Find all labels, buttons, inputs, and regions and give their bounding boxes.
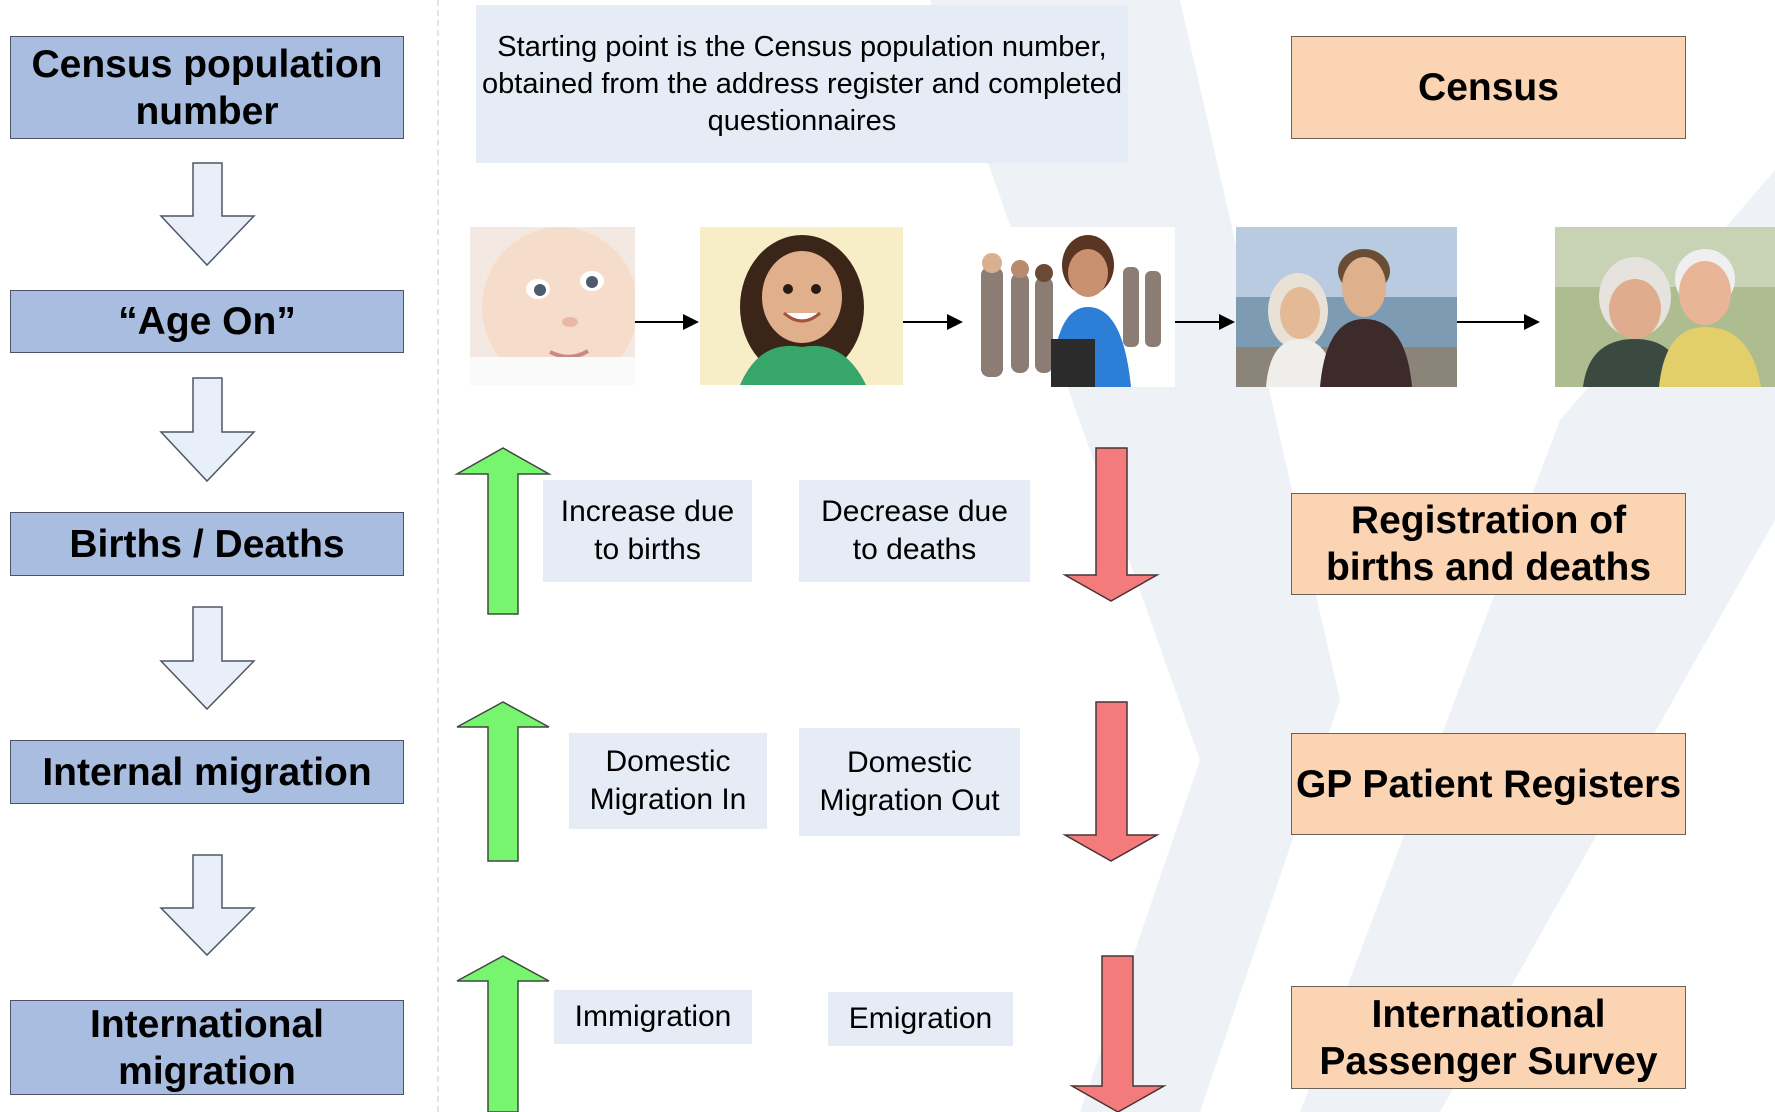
- note-text: Emigration: [848, 1002, 993, 1035]
- intro-note-text: Starting point is the Census population …: [482, 30, 1122, 137]
- note-domestic-in: Domestic Migration In: [569, 733, 767, 829]
- source-ips: International Passenger Survey: [1291, 986, 1686, 1089]
- source-registration: Registration of births and deaths: [1291, 493, 1686, 595]
- domestic-out-down-arrow-icon: [1062, 701, 1160, 862]
- stage-label: International migration: [89, 1002, 325, 1093]
- elderly-couple-photo: [1555, 227, 1775, 387]
- note-text: Immigration: [574, 1000, 732, 1033]
- source-label: GP Patient Registers: [1295, 762, 1682, 806]
- teenagers-photo: [963, 227, 1175, 387]
- flow-arrows: [635, 314, 1540, 330]
- young-adults-photo: [1236, 227, 1457, 387]
- stage-label: Births / Deaths: [69, 522, 345, 566]
- stage-label: Census population number: [31, 42, 383, 133]
- intro-note: Starting point is the Census population …: [476, 5, 1128, 163]
- source-gp-registers: GP Patient Registers: [1291, 733, 1686, 835]
- down-hollow-arrow-icon: [159, 162, 256, 267]
- stage-births-deaths: Births / Deaths: [10, 512, 404, 576]
- stage-label: Internal migration: [42, 750, 372, 794]
- timeline-arrowhead-icon: [947, 314, 963, 330]
- down-hollow-arrow-icon: [159, 377, 256, 483]
- note-immigration: Immigration: [554, 990, 752, 1044]
- note-text: Domestic Migration In: [589, 745, 747, 816]
- note-text: Increase due to births: [560, 495, 735, 566]
- baby-photo: [470, 227, 635, 385]
- note-decrease-deaths: Decrease due to deaths: [799, 480, 1030, 582]
- domestic-in-up-arrow-icon: [456, 701, 550, 862]
- immigration-up-arrow-icon: [456, 955, 550, 1112]
- down-hollow-arrow-icon: [159, 606, 256, 711]
- timeline-arrowhead-icon: [683, 314, 699, 330]
- emigration-down-arrow-icon: [1069, 955, 1167, 1112]
- note-domestic-out: Domestic Migration Out: [799, 728, 1020, 836]
- note-emigration: Emigration: [828, 992, 1013, 1046]
- stage-label: “Age On”: [118, 300, 296, 343]
- stage-age-on: “Age On”: [10, 290, 404, 353]
- stage-international-migration: International migration: [10, 1000, 404, 1095]
- note-increase-births: Increase due to births: [543, 480, 752, 582]
- note-text: Decrease due to deaths: [821, 495, 1008, 566]
- column-divider: [437, 0, 439, 1112]
- source-label: Registration of births and deaths: [1325, 499, 1652, 589]
- timeline-arrowhead-icon: [1524, 314, 1540, 330]
- timeline-arrowhead-icon: [1219, 314, 1235, 330]
- source-census: Census: [1291, 36, 1686, 139]
- source-label: Census: [1418, 66, 1559, 109]
- stage-census-population: Census population number: [10, 36, 404, 139]
- down-hollow-arrow-icon: [159, 854, 256, 957]
- note-text: Domestic Migration Out: [819, 746, 1000, 817]
- source-label: International Passenger Survey: [1319, 992, 1658, 1083]
- decrease-deaths-down-arrow-icon: [1062, 447, 1160, 602]
- child-photo: [700, 227, 903, 385]
- increase-births-up-arrow-icon: [454, 447, 552, 615]
- stage-internal-migration: Internal migration: [10, 740, 404, 804]
